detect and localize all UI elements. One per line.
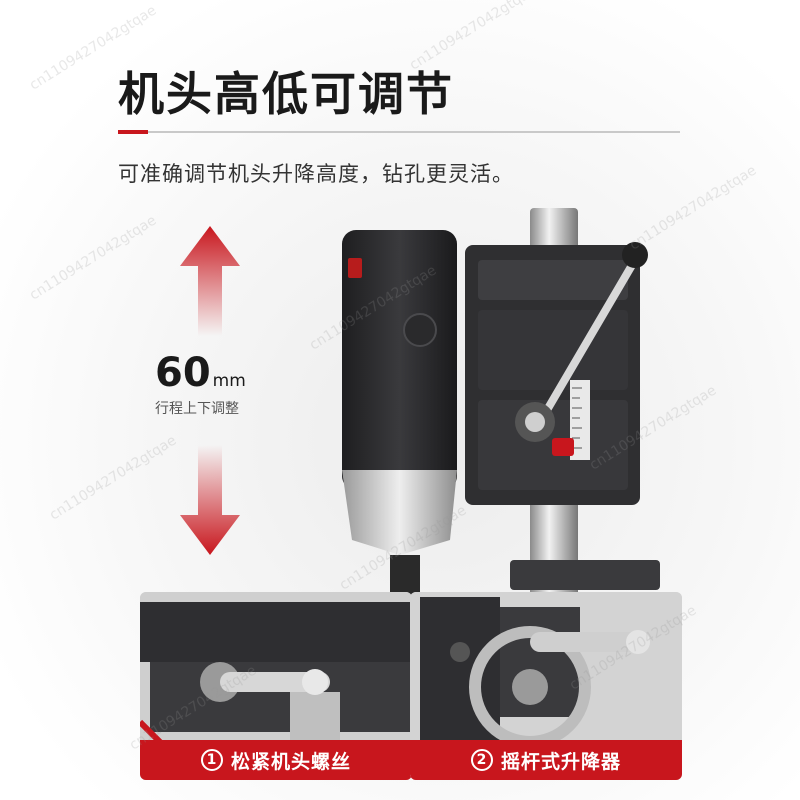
page-title: 机头高低可调节 bbox=[118, 67, 454, 121]
watermark: cn1109427042gtqae bbox=[26, 212, 160, 304]
inset-number-1: 1 bbox=[200, 749, 223, 771]
inset-number-2: 2 bbox=[470, 749, 493, 771]
inset-caption-1: 1 松紧机头螺丝 bbox=[140, 740, 412, 780]
arrow-down-icon bbox=[180, 445, 240, 555]
inset-locking-screw: 1 松紧机头螺丝 bbox=[140, 592, 412, 780]
stroke-value: 60 bbox=[155, 350, 211, 396]
inset-caption-text-2: 摇杆式升降器 bbox=[500, 750, 621, 773]
stroke-unit: mm bbox=[212, 371, 246, 391]
arrow-up-icon bbox=[180, 226, 240, 336]
inset-caption-2: 2 摇杆式升降器 bbox=[410, 740, 682, 780]
watermark: cn1109427042gtqae bbox=[46, 432, 180, 524]
page-subtitle: 可准确调节机头升降高度，钻孔更灵活。 bbox=[118, 162, 514, 186]
stroke-label: 行程上下调整 bbox=[155, 401, 239, 417]
drill-press-image bbox=[342, 208, 660, 600]
inset-handwheel-lift: 2 摇杆式升降器 bbox=[410, 592, 682, 780]
title-accent-bar bbox=[118, 130, 148, 134]
title-divider bbox=[148, 131, 680, 133]
inset-caption-text-1: 松紧机头螺丝 bbox=[230, 750, 351, 773]
